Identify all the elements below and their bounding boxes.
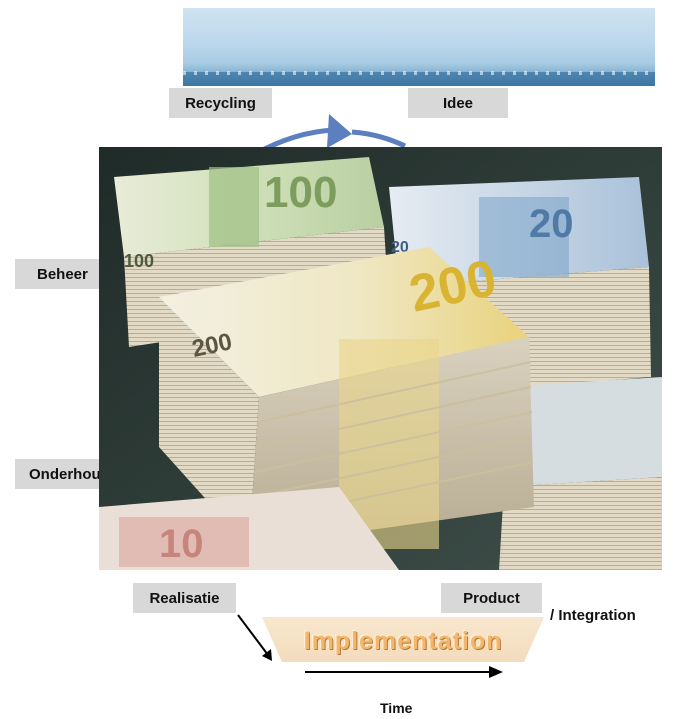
banknote-stacks: 100 100 20 20 5 200 200 10 xyxy=(99,147,662,570)
stack-5-top xyxy=(499,377,662,487)
implementation-phase: Implementation xyxy=(262,617,544,679)
label-idee: Idee xyxy=(408,88,508,118)
sea xyxy=(183,72,655,86)
label-beheer: Beheer xyxy=(15,259,101,289)
implementation-trapezoid xyxy=(262,617,544,662)
implementation-label: Implementation xyxy=(303,627,503,655)
money-photo: 100 100 20 20 5 200 200 10 xyxy=(99,147,662,570)
label-product: Product xyxy=(441,583,542,613)
label-onderhoud: Onderhoud xyxy=(15,459,101,489)
integration-label: / Integration xyxy=(550,607,636,624)
realisatie-arrow-head xyxy=(262,649,272,661)
label-realisatie: Realisatie xyxy=(133,583,236,613)
note-10-large: 10 xyxy=(159,522,204,566)
note-100-label: 100 xyxy=(124,251,154,271)
time-label: Time xyxy=(380,700,413,716)
stack-200-left xyxy=(159,297,259,547)
cycle-arrow-tail xyxy=(351,129,407,149)
realisatie-arrow-line xyxy=(237,614,269,656)
label-recycling: Recycling xyxy=(169,88,272,118)
time-arrow-head xyxy=(489,666,503,678)
sea-horizon xyxy=(183,71,655,75)
cycle-arrow-head xyxy=(327,114,352,148)
note-100-large: 100 xyxy=(264,168,337,217)
stack-5-side xyxy=(499,477,662,570)
stack-200-top xyxy=(159,247,529,397)
note-20-large: 20 xyxy=(529,202,574,246)
sky-photo xyxy=(183,8,655,86)
